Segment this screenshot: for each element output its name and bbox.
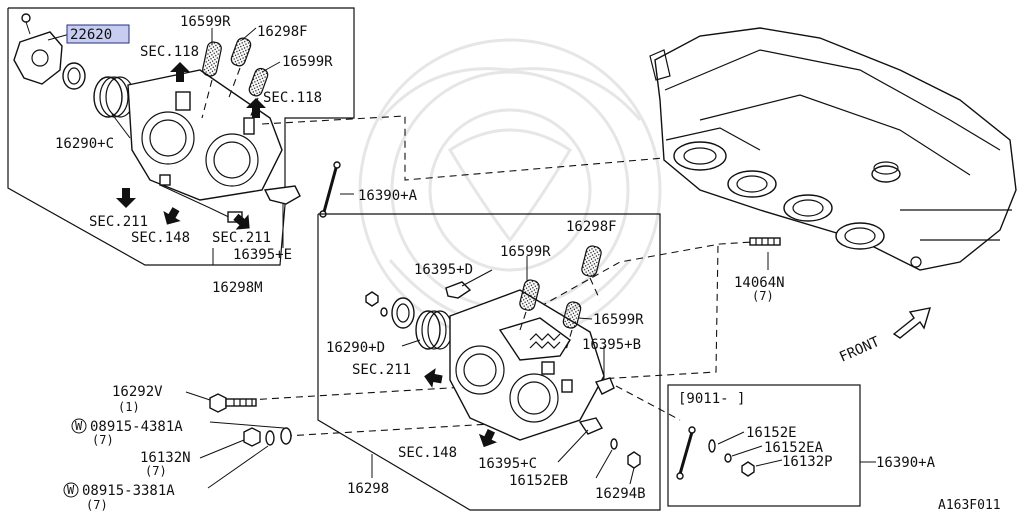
part-number-16390a-side[interactable]: 16390+A [876, 455, 936, 471]
washer-3381-part [280, 427, 292, 445]
spring-d-part [415, 310, 453, 350]
sec211-main-arrow [424, 368, 443, 388]
qty-16292v: (1) [118, 400, 140, 414]
section-ref-sec211-main[interactable]: SEC.211 [352, 362, 411, 378]
rod-top-part [319, 161, 341, 218]
main-assembly-group [317, 213, 661, 511]
qty-08915-3381a: (7) [86, 498, 108, 511]
dashed-guide-middle [497, 241, 753, 331]
qty-16132n: (7) [145, 464, 167, 478]
part-number-16395e[interactable]: 16395+E [233, 247, 292, 263]
sec118-b-arrow [246, 98, 266, 118]
throttle-body-top-part [127, 69, 283, 223]
nut-n-part [243, 427, 261, 447]
part-number-16132n[interactable]: 16132N [140, 450, 191, 466]
front-arrow-icon [892, 307, 932, 339]
part-number-16152e[interactable]: 16152E [746, 425, 797, 441]
part-number-16298f-top[interactable]: 16298F [257, 24, 308, 40]
seal-ring-part [62, 62, 86, 90]
part-number-16292v[interactable]: 16292V [112, 384, 163, 400]
bolt-b-part [627, 451, 641, 469]
part-number-16298m[interactable]: 16298M [212, 280, 263, 296]
date-code-label: [9011- ] [678, 391, 745, 407]
hose-f-main-part [581, 245, 602, 277]
bracket-c-part [578, 417, 604, 435]
part-number-16395b[interactable]: 16395+B [582, 337, 641, 353]
bracket-b-part [594, 377, 615, 395]
stud-part [749, 237, 781, 246]
section-ref-sec118-a[interactable]: SEC.118 [140, 44, 199, 60]
ea-part [724, 453, 732, 463]
upper-assembly-group [7, 7, 355, 266]
hose-f-top-part [230, 37, 252, 67]
washer-symbol-icon [71, 418, 87, 434]
qty-14064n: (7) [752, 289, 774, 303]
throttle-sensor-part [13, 31, 63, 85]
part-number-16599r-right[interactable]: 16599R [282, 54, 333, 70]
side-group-frame [667, 384, 861, 507]
washer-symbol-w-2: W [67, 483, 75, 497]
bolt-v-part [209, 393, 257, 413]
sec118-a-arrow [170, 62, 190, 82]
part-number-16599r-main[interactable]: 16599R [500, 244, 551, 260]
qty-08915-4381a: (7) [92, 433, 114, 447]
part-number-16395c[interactable]: 16395+C [478, 456, 537, 472]
part-number-16599r-top[interactable]: 16599R [180, 14, 231, 30]
hose-r-right-part [248, 67, 269, 97]
part-number-16599r-main-right[interactable]: 16599R [593, 312, 644, 328]
hose-r-top-part [202, 41, 222, 77]
part-number-16152ea[interactable]: 16152EA [764, 440, 824, 456]
section-ref-sec118-b[interactable]: SEC.118 [263, 90, 322, 106]
dashed-guide-bolt [247, 243, 719, 401]
part-number-16290d[interactable]: 16290+D [326, 340, 385, 356]
part-number-22620[interactable]: 22620 [70, 27, 112, 43]
part-number-16298f-main[interactable]: 16298F [566, 219, 617, 235]
e-part [708, 439, 716, 453]
part-number-16294b[interactable]: 16294B [595, 486, 646, 502]
bracket-e-part [263, 185, 301, 205]
part-number-16395d[interactable]: 16395+D [414, 262, 473, 278]
section-ref-sec211-a[interactable]: SEC.211 [89, 214, 148, 230]
part-number-16152eb[interactable]: 16152EB [509, 473, 568, 489]
dashed-guide-upper [261, 115, 665, 181]
hose-r-main-part [519, 279, 540, 311]
sec148-a-arrow [163, 207, 181, 225]
side-group [667, 384, 876, 507]
sensor-screw-part [21, 13, 31, 23]
rod-side-part [676, 426, 696, 480]
section-ref-sec148-main[interactable]: SEC.148 [398, 445, 457, 461]
washer-symbol-w-1: W [75, 419, 83, 433]
part-number-16132p[interactable]: 16132P [782, 454, 833, 470]
main-group-frame [317, 213, 661, 511]
washer-a-part [265, 430, 275, 446]
part-number-16290c[interactable]: 16290+C [55, 136, 114, 152]
sec148-main-arrow [478, 429, 498, 448]
bracket-d-part [445, 281, 472, 299]
front-label: FRONT [837, 334, 883, 366]
part-number-08915-4381a[interactable]: 08915-4381A [90, 419, 183, 435]
sec211-a-arrow [116, 188, 136, 208]
engine-manifold-drawing [649, 27, 1017, 271]
part-number-08915-3381a[interactable]: 08915-3381A [82, 483, 175, 499]
dashed-guide-rod [615, 385, 681, 421]
throttle-body-main-part [449, 289, 605, 441]
hose-r-main-right-part [562, 301, 582, 329]
sec211-b-arrow [233, 213, 250, 230]
part-number-14064n[interactable]: 14064N [734, 275, 785, 291]
p-part [741, 461, 755, 477]
small-nut-part [365, 291, 379, 307]
section-ref-sec211-b[interactable]: SEC.211 [212, 230, 271, 246]
spring-top-part [93, 76, 135, 118]
seal-main-part [391, 297, 415, 329]
washer-symbol-icon-2 [63, 482, 79, 498]
highlighted-part-box [66, 24, 130, 44]
upper-group-frame [7, 7, 355, 266]
washer-eb-part [610, 438, 618, 450]
part-number-16298[interactable]: 16298 [347, 481, 389, 497]
part-number-16390a-top[interactable]: 16390+A [358, 188, 418, 204]
drawing-id-label: A163F011 [938, 498, 1001, 511]
section-ref-sec148-a[interactable]: SEC.148 [131, 230, 190, 246]
